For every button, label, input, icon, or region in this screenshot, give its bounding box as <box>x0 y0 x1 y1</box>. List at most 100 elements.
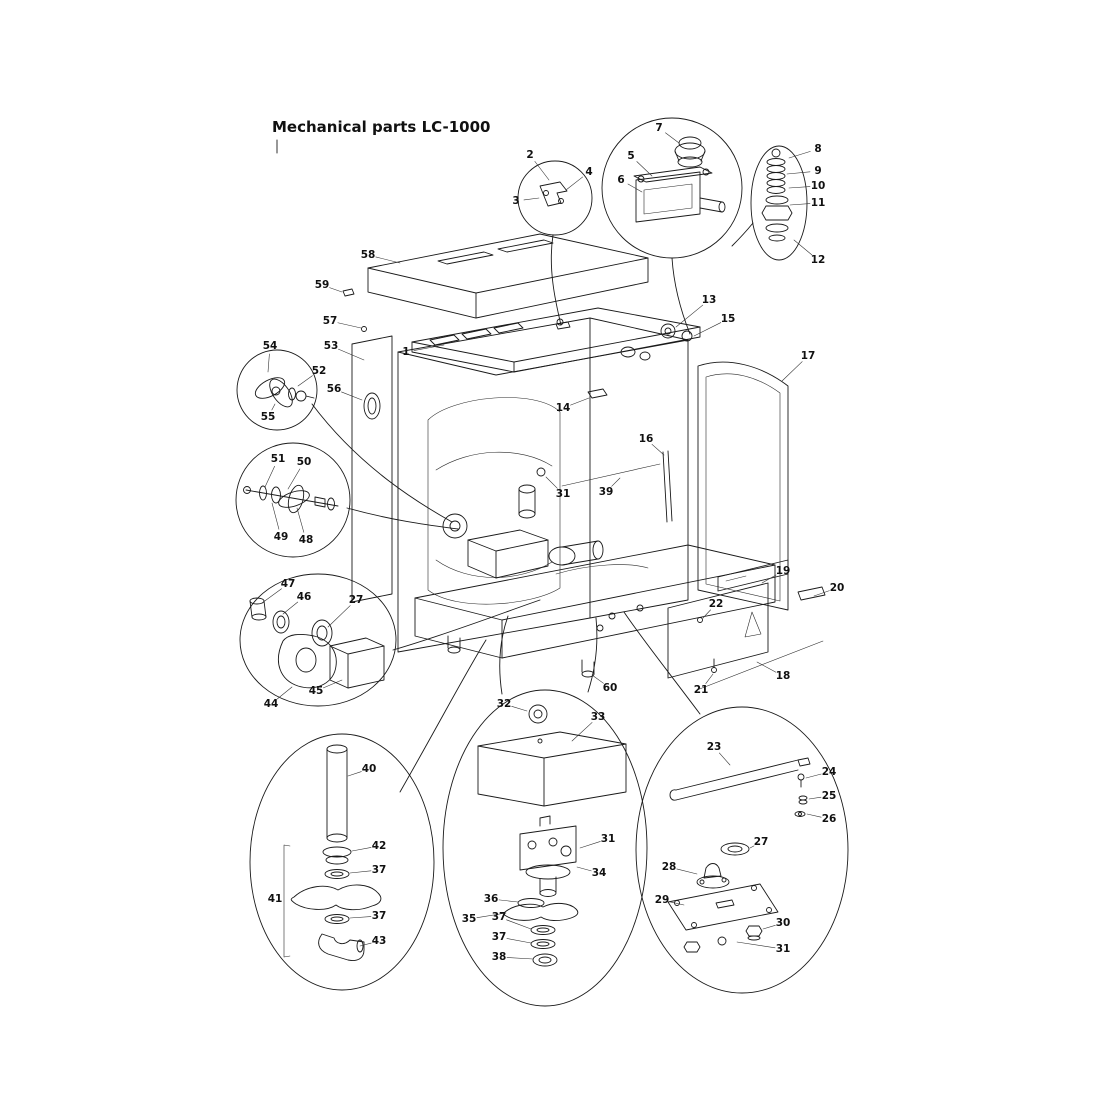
leader-line <box>669 901 685 906</box>
leader-line <box>756 661 777 673</box>
leader-line <box>329 287 343 293</box>
leader-line <box>627 183 643 193</box>
leader-line <box>806 813 822 818</box>
callout-drain-pump <box>442 615 648 1007</box>
leader-line <box>323 679 343 689</box>
part-label-31: 31 <box>601 833 616 845</box>
leader-line <box>808 796 822 800</box>
leader-line <box>793 239 813 256</box>
leader-line <box>271 502 280 530</box>
part-label-10: 10 <box>811 180 826 192</box>
leader-line <box>276 686 293 700</box>
door-panel <box>697 361 789 611</box>
part-label-26: 26 <box>822 813 837 825</box>
part-label-30: 30 <box>776 917 791 929</box>
leader-line <box>786 171 811 175</box>
part-label-25: 25 <box>822 790 837 802</box>
part-label-52: 52 <box>312 365 327 377</box>
diagram-title: Mechanical parts LC-1000 <box>272 118 491 136</box>
leader-line <box>375 256 401 264</box>
part-label-6: 6 <box>617 174 624 186</box>
bottom-panels <box>667 559 826 691</box>
part-label-27: 27 <box>349 594 364 606</box>
side-panel <box>351 335 393 603</box>
leader-line <box>636 161 653 177</box>
leader-line <box>611 477 621 487</box>
part-label-60: 60 <box>603 682 618 694</box>
part-label-21: 21 <box>694 684 709 696</box>
part-label-14: 14 <box>556 402 571 414</box>
part-label-8: 8 <box>814 143 821 155</box>
leader-line <box>282 601 299 615</box>
part-label-48: 48 <box>299 534 314 546</box>
part-label-40: 40 <box>362 763 377 775</box>
part-label-24: 24 <box>822 766 837 778</box>
leader-line <box>287 468 301 490</box>
leader-line <box>349 870 372 874</box>
leader-line <box>813 590 830 597</box>
part-label-1: 1 <box>402 346 409 358</box>
leader-line <box>337 322 362 329</box>
leader-line <box>511 706 528 712</box>
base-assembly <box>414 513 776 678</box>
callout-pump-housing <box>239 573 541 707</box>
callout-door-latch <box>517 160 593 326</box>
leader-line <box>749 845 755 849</box>
leader-line <box>762 924 776 930</box>
leader-line <box>571 722 593 742</box>
part-label-45: 45 <box>309 685 324 697</box>
leader-line <box>570 397 590 406</box>
part-label-59: 59 <box>315 279 330 291</box>
leader-line <box>534 161 550 181</box>
leader-line <box>565 176 583 191</box>
part-label-46: 46 <box>297 591 312 603</box>
callout-spring-stack <box>731 145 808 261</box>
part-label-43: 43 <box>372 935 387 947</box>
part-label-4: 4 <box>585 166 592 178</box>
leader-line <box>359 942 372 947</box>
part-label-3: 3 <box>512 195 519 207</box>
part-label-7: 7 <box>655 122 662 134</box>
leader-line <box>271 403 276 411</box>
part-label-15: 15 <box>721 313 736 325</box>
part-label-38: 38 <box>492 951 507 963</box>
part-label-31: 31 <box>776 943 791 955</box>
part-label-33: 33 <box>591 711 606 723</box>
leader-line <box>651 444 665 456</box>
part-label-49: 49 <box>274 531 289 543</box>
leader-line <box>591 674 604 684</box>
part-label-18: 18 <box>776 670 791 682</box>
part-label-47: 47 <box>281 578 296 590</box>
part-label-39: 39 <box>599 486 614 498</box>
part-label-42: 42 <box>372 840 387 852</box>
callout-impeller-bolt <box>236 349 453 523</box>
labels-layer: 1234567891011121314151617181920212223242… <box>261 122 845 963</box>
part-label-37: 37 <box>492 931 507 943</box>
part-label-19: 19 <box>776 565 791 577</box>
part-label-53: 53 <box>324 340 339 352</box>
part-label-55: 55 <box>261 411 276 423</box>
part-label-11: 11 <box>811 197 826 209</box>
leader-line <box>805 773 822 779</box>
part-label-5: 5 <box>627 150 634 162</box>
callout-shaft-washers <box>235 442 459 558</box>
part-label-56: 56 <box>327 383 342 395</box>
lid <box>367 233 649 319</box>
callout-standpipe <box>249 639 487 991</box>
leader-line <box>498 899 519 903</box>
lid-fasteners <box>342 288 367 332</box>
leader-line <box>261 588 282 604</box>
leader-line <box>789 203 811 206</box>
leader-line <box>523 197 540 201</box>
leader-line <box>351 847 372 852</box>
control-panel <box>411 307 701 399</box>
leader-line <box>719 752 731 766</box>
leader-line <box>341 391 363 401</box>
leader-line <box>327 605 351 628</box>
leader-line <box>347 771 362 777</box>
part-label-34: 34 <box>592 867 607 879</box>
leader-line <box>338 348 365 361</box>
leader-line <box>676 868 698 875</box>
